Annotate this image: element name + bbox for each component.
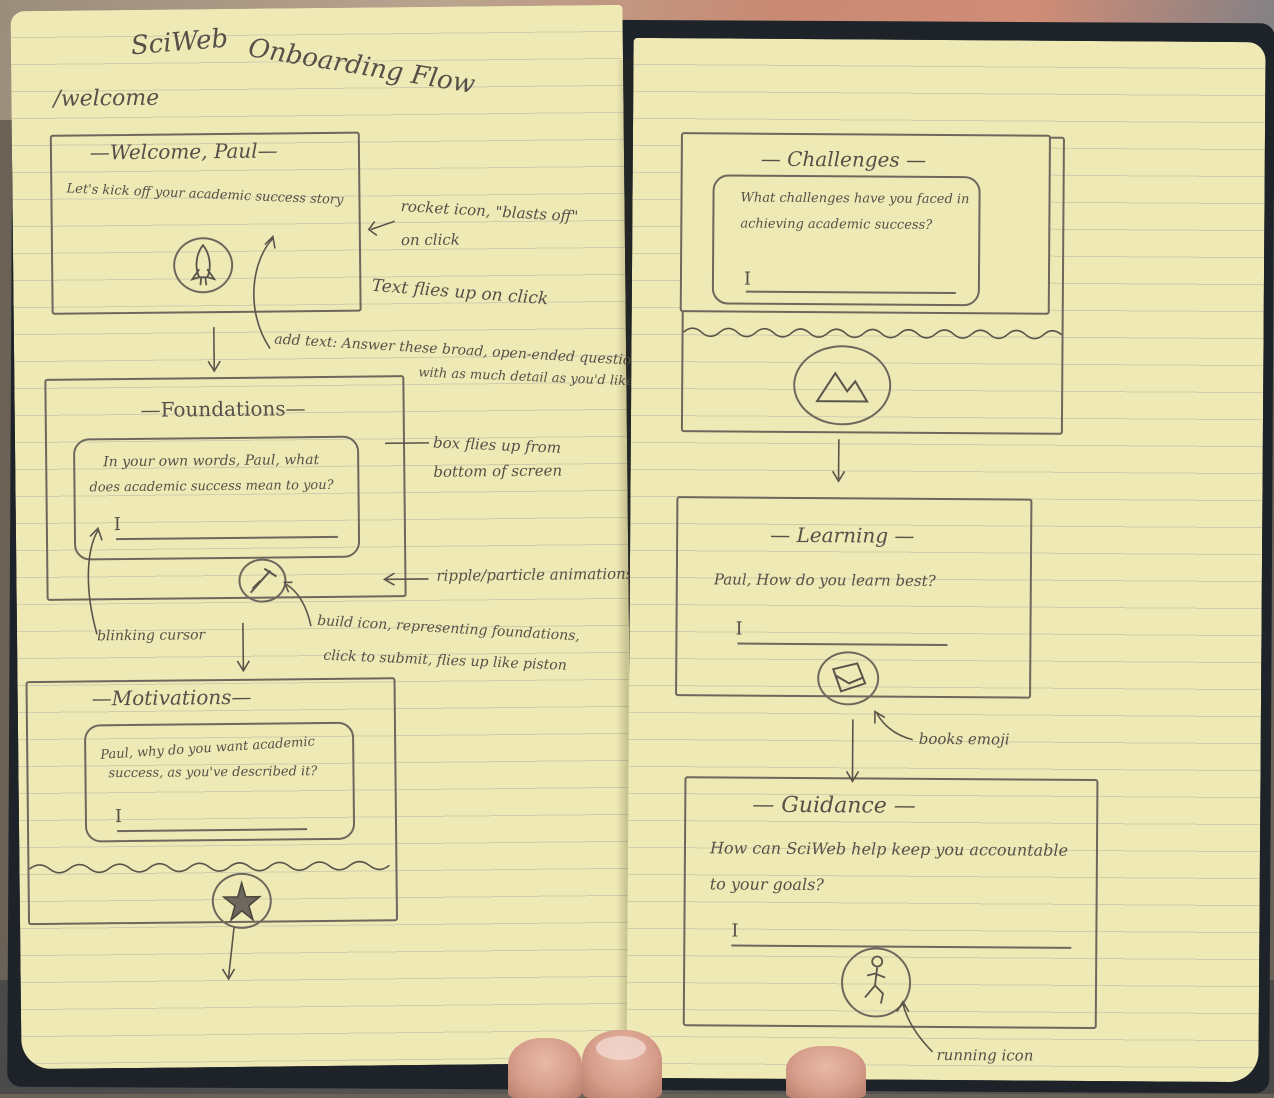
- guidance-screen: — Guidance — How can SciWeb help keep yo…: [682, 776, 1099, 1030]
- thumb-left: [508, 1038, 582, 1098]
- welcome-screen: —Welcome, Paul— Let's kick off your acad…: [49, 131, 362, 315]
- foundations-screen: —Foundations— In your own words, Paul, w…: [44, 375, 407, 603]
- rocket-drawing: [190, 243, 217, 286]
- right-page-arrows: [831, 439, 934, 1053]
- thumb-right: [786, 1046, 866, 1098]
- build-icon[interactable]: [238, 558, 287, 603]
- left-page-arrows: [87, 220, 430, 981]
- mountain-icon[interactable]: [792, 344, 892, 426]
- books-icon[interactable]: [816, 651, 880, 706]
- challenges-wave-edge: [683, 327, 1063, 340]
- challenges-screen: — Challenges — What challenges have you …: [679, 132, 1065, 435]
- notebook-right-page: — Challenges — What challenges have you …: [626, 37, 1266, 1083]
- rocket-icon[interactable]: [172, 236, 234, 294]
- build-drawing: [249, 567, 277, 594]
- books-drawing: [831, 662, 867, 693]
- running-drawing: [864, 955, 886, 1004]
- mountain-drawing: [815, 371, 869, 403]
- star-drawing: [221, 880, 262, 923]
- star-icon[interactable]: [211, 872, 273, 930]
- motivations-wave-edge: [28, 860, 390, 874]
- notebook-left-page: SciWeb Onboarding Flow /welcome —Welcome…: [10, 4, 648, 1070]
- motivations-screen: —Motivations— Paul, why do you want acad…: [25, 677, 399, 930]
- running-icon[interactable]: [840, 947, 912, 1018]
- learning-screen: — Learning — Paul, How do you learn best…: [675, 496, 1033, 706]
- thumbnail-middle: [596, 1036, 646, 1060]
